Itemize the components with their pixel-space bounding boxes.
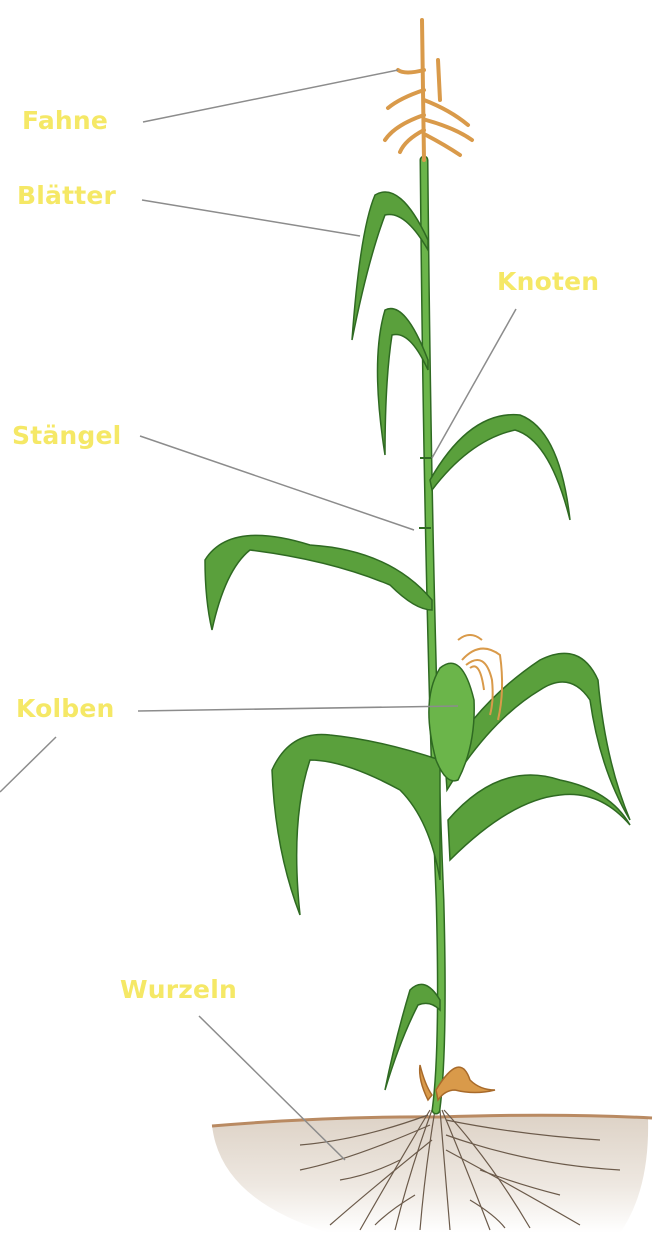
- leader-line-kolben: [138, 706, 458, 711]
- label-kolben: Kolben: [16, 694, 115, 723]
- leaves: [205, 192, 630, 1100]
- label-fahne: Fahne: [22, 106, 108, 135]
- label-wurzeln: Wurzeln: [120, 975, 237, 1004]
- stalk: [419, 160, 441, 1110]
- leader-line-staengel: [140, 436, 414, 530]
- tassel: [385, 20, 472, 160]
- leader-line-blaetter: [142, 200, 360, 236]
- label-knoten: Knoten: [497, 267, 599, 296]
- leader-line-kolben-2: [0, 737, 56, 792]
- label-staengel: Stängel: [12, 421, 121, 450]
- label-blaetter: Blätter: [17, 181, 116, 210]
- leader-line-fahne: [143, 70, 398, 122]
- corn-ear: [429, 635, 502, 781]
